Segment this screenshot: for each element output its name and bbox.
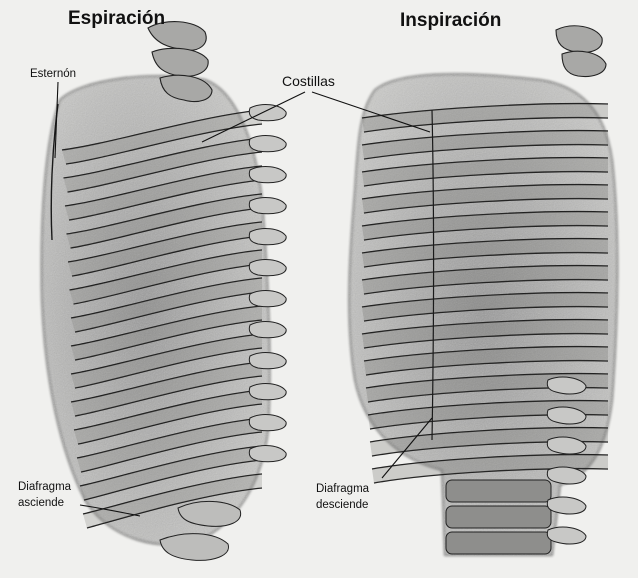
expiration-vertebra (249, 105, 286, 121)
ribs-label: Costillas (282, 74, 335, 88)
inspiration-upper-spine (556, 26, 606, 77)
expiration-vertebra (249, 198, 286, 214)
expiration-vertebra (249, 229, 286, 245)
diaphragm-down-label-line2: desciende (316, 498, 368, 512)
expiration-vertebra (249, 291, 286, 307)
inspiration-lumbar (446, 480, 551, 554)
inspiration-vertebra (547, 497, 586, 514)
diaphragm-down-label-line1: Diafragma (316, 482, 369, 496)
expiration-vertebra (249, 384, 286, 400)
sternum-label: Esternón (30, 67, 76, 81)
expiration-vertebra (249, 322, 286, 338)
expiration-vertebra (249, 446, 286, 462)
expiration-vertebra (249, 353, 286, 369)
inspiration-vertebra (547, 527, 586, 544)
expiration-vertebra (249, 167, 286, 183)
expiration-vertebra (249, 260, 286, 276)
diaphragm-up-label-line1: Diafragma (18, 480, 71, 494)
expiration-vertebra (249, 136, 286, 152)
diaphragm-up-label-line2: asciende (18, 496, 64, 510)
expiration-vertebra (249, 415, 286, 431)
inspiration-title: Inspiración (400, 10, 501, 32)
expiration-title: Espiración (68, 8, 165, 30)
